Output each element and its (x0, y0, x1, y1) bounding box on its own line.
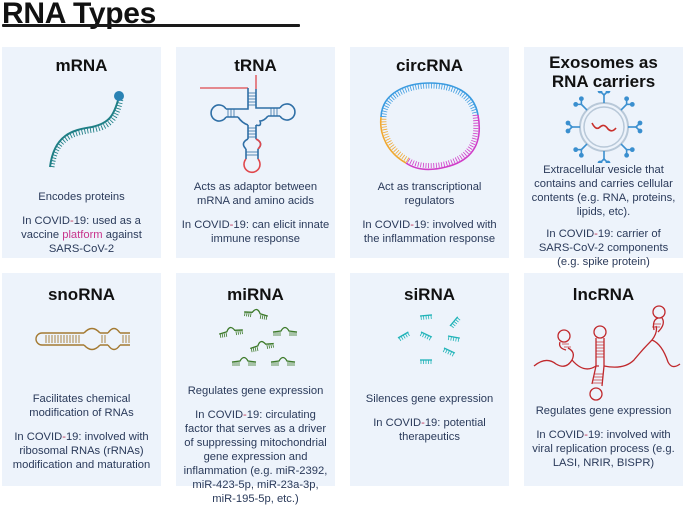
card-title: mRNA (55, 56, 108, 75)
covid-prefix: In COVID (195, 409, 244, 421)
card-circrna: circRNA Act as transcriptional regulator… (350, 47, 509, 258)
covid-dash: - (421, 417, 425, 429)
mrna-strand-icon (49, 91, 124, 168)
card-description: Extracellular vesicle that contains and … (531, 164, 676, 218)
snorna-hairpin-icon (35, 327, 130, 351)
covid-dash: - (69, 215, 74, 227)
card-title: Exosomes as RNA carriers (524, 53, 683, 91)
card-mrna: mRNA Encodes proteins In COVID-19: used … (2, 47, 161, 258)
covid-text: 19: involved with the inflammation respo… (363, 219, 497, 245)
card-title-line-2: RNA carriers (551, 72, 656, 91)
lncrna-strand-icon (533, 305, 681, 401)
card-title: circRNA (395, 56, 464, 75)
covid-note: In COVID-19: carrier of SARS-CoV-2 compo… (524, 227, 683, 269)
covid-dash: - (584, 429, 588, 441)
covid-prefix: In COVID (14, 431, 63, 443)
covid-dash: - (229, 219, 234, 231)
covid-dash: - (410, 219, 414, 231)
card-title: snoRNA (47, 285, 116, 304)
covid-dash: - (62, 431, 66, 443)
card-exosomes: Exosomes as RNA carriers Extracellular v… (524, 47, 683, 268)
title-underline (2, 24, 300, 27)
covid-text: 19: can elicit innate immune response (211, 219, 330, 245)
sirna-fragments-icon (397, 314, 462, 365)
covid-prefix: In COVID (181, 219, 230, 231)
covid-note: In COVID-19: circulating factor that ser… (176, 408, 335, 506)
covid-text: 19: carrier of SARS-CoV-2 components (e.… (538, 228, 669, 268)
covid-prefix: In COVID (546, 228, 595, 240)
covid-prefix: In COVID (22, 215, 70, 227)
covid-text: 19: used as a vaccine (21, 215, 141, 241)
covid-text: 19: involved with viral replication proc… (532, 429, 675, 469)
card-sirna: siRNA Silences gene expression In COVID-… (350, 273, 509, 486)
covid-dash: - (243, 409, 247, 421)
card-lncrna: lncRNA Regulates gene expression In COVI… (524, 273, 683, 486)
card-title: lncRNA (572, 285, 635, 304)
covid-note: In COVID-19: can elicit innate immune re… (176, 218, 335, 246)
covid-prefix: In COVID (536, 429, 585, 441)
trna-cloverleaf-icon (200, 75, 296, 174)
card-title: miRNA (227, 285, 284, 304)
mirna-hairpins-icon (217, 306, 298, 367)
covid-note: In COVID-19: involved with ribosomal RNA… (2, 430, 161, 472)
card-description: Facilitates chemical modification of RNA… (29, 393, 134, 419)
covid-note: In COVID-19: involved with the inflammat… (350, 218, 509, 246)
covid-dash: - (594, 228, 598, 240)
card-mirna: miRNA Regulates gene expression In COVID… (176, 273, 335, 505)
card-description: Acts as adaptor between mRNA and amino a… (193, 181, 318, 207)
covid-highlight-word: platform (62, 229, 103, 241)
card-trna: tRNA Acts as adaptor between mRNA and am… (176, 47, 335, 258)
covid-text: 19: circulating factor that serves as a … (183, 409, 328, 505)
card-description: Act as transcriptional regulators (377, 181, 482, 207)
card-description: Regulates gene expression (187, 385, 324, 397)
covid-text: 19: involved with ribosomal RNAs (rRNAs)… (12, 431, 151, 471)
circrna-ring-icon (379, 82, 481, 171)
covid-note: In COVID-19: involved with viral replica… (524, 428, 683, 470)
covid-text: 19: potential therapeutics (399, 417, 486, 443)
covid-prefix: In COVID (362, 219, 411, 231)
card-title: tRNA (234, 56, 277, 75)
card-description: Regulates gene expression (535, 405, 672, 417)
card-title: siRNA (403, 285, 455, 304)
card-description: Encodes proteins (38, 191, 125, 203)
exosome-vesicle-icon (565, 91, 643, 163)
card-snorna: snoRNA Facilitates chemical modification… (2, 273, 161, 486)
covid-note: In COVID-19: used as a vaccine platform … (2, 214, 161, 256)
covid-note: In COVID-19: potential therapeutics (350, 416, 509, 444)
covid-prefix: In COVID (373, 417, 422, 429)
covid-text-end: against SARS-CoV-2 (48, 229, 142, 255)
card-description: Silences gene expression (365, 393, 494, 405)
card-title-line-1: Exosomes as (549, 53, 658, 72)
